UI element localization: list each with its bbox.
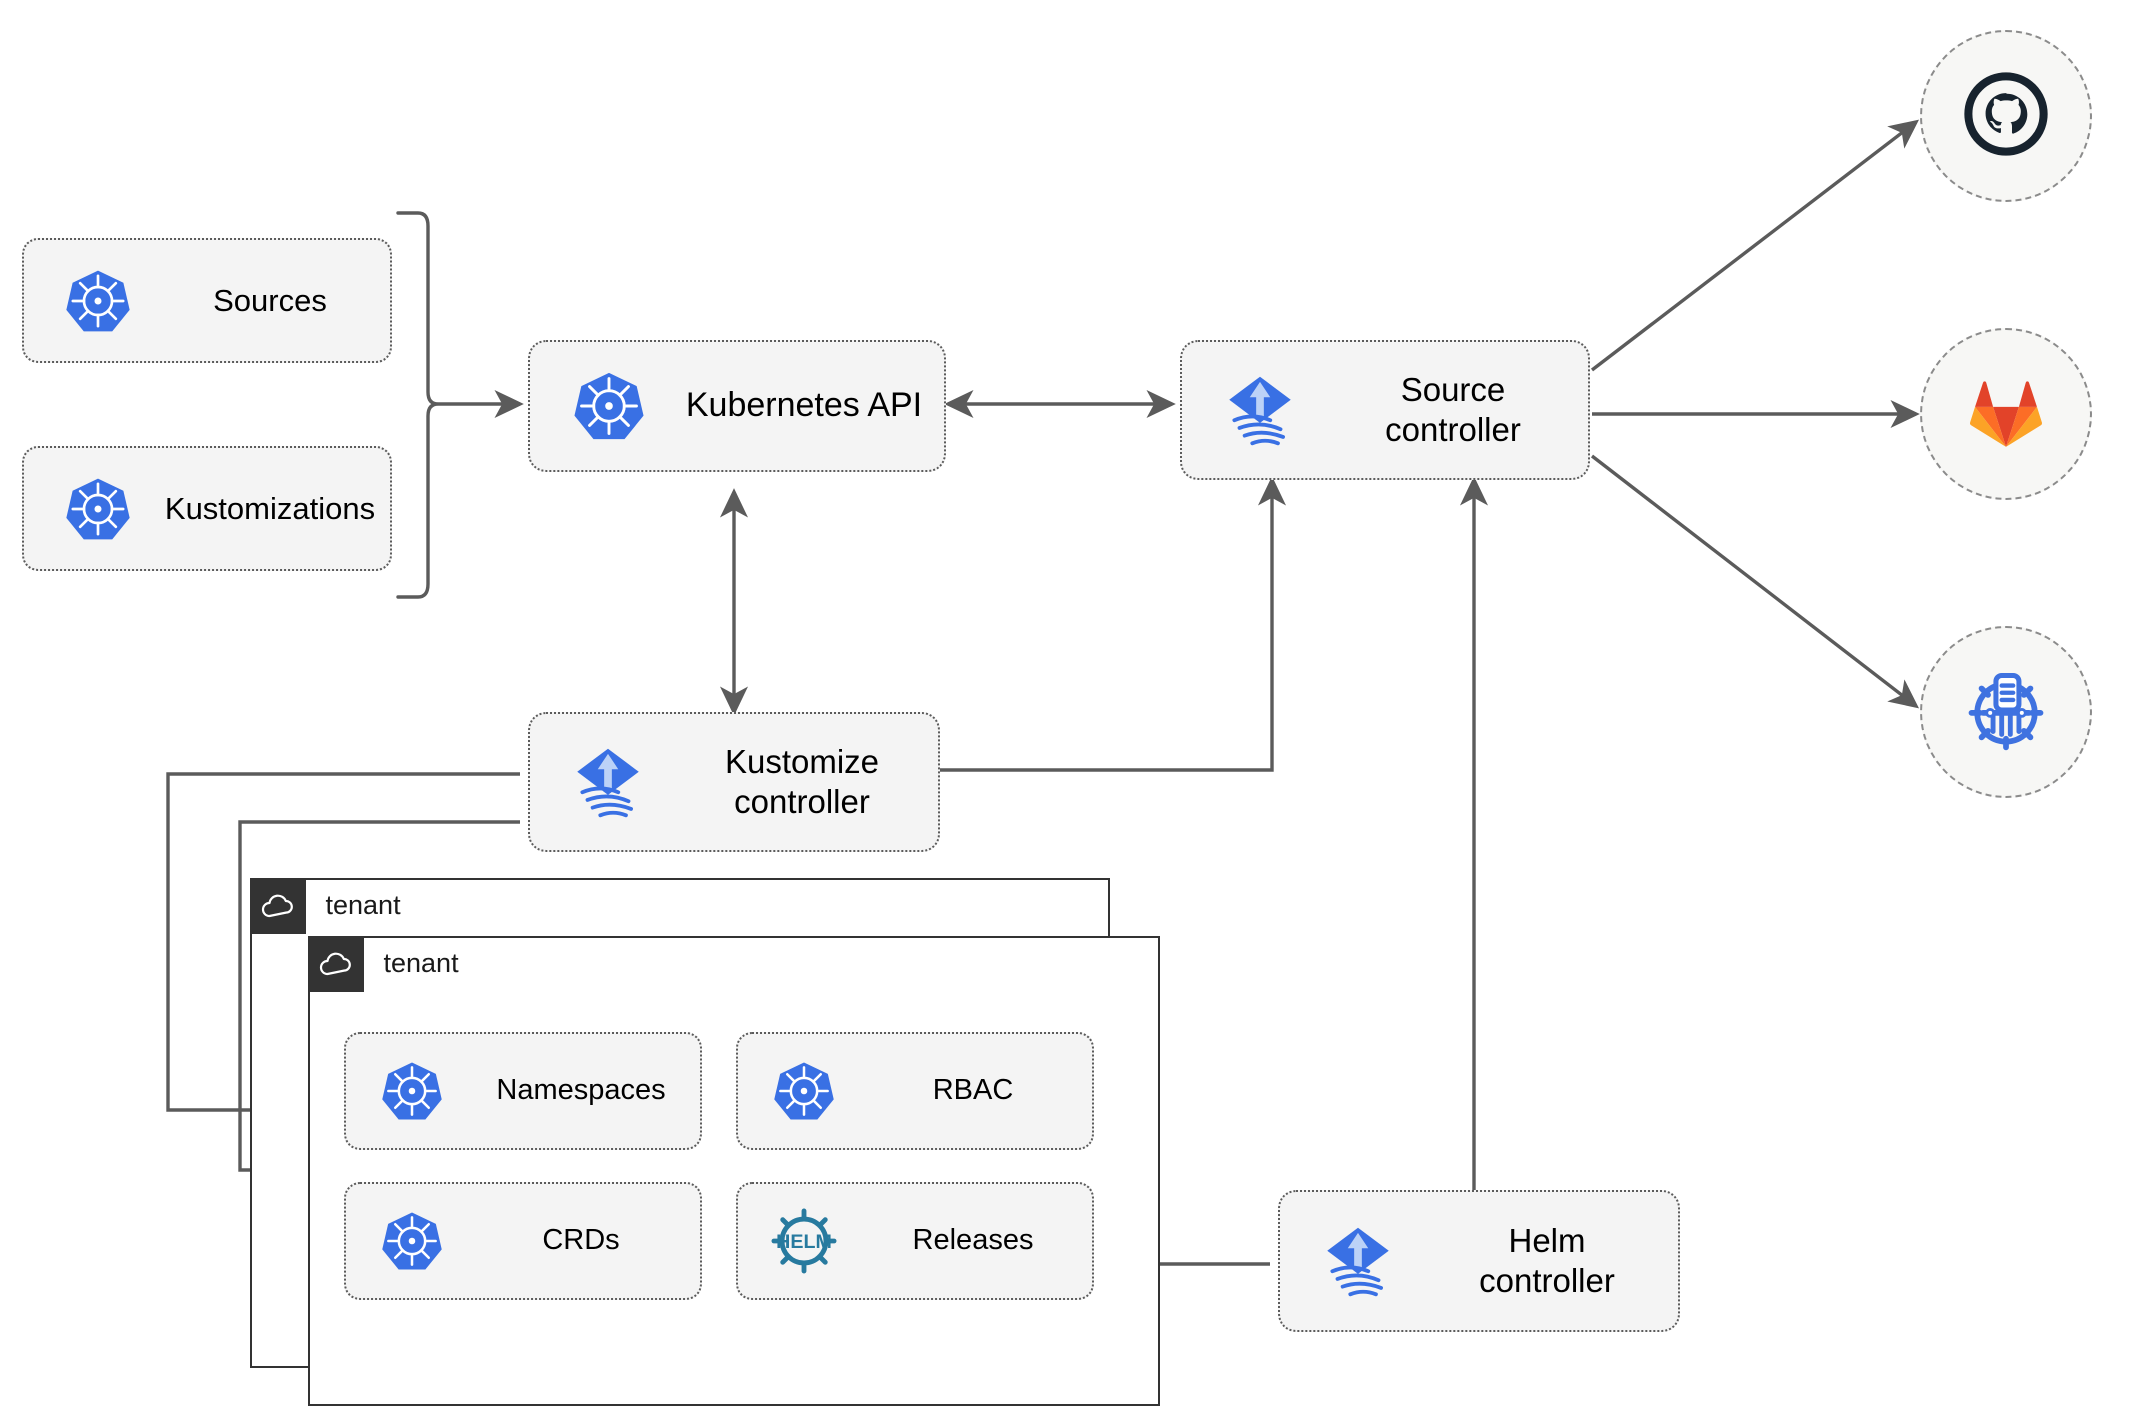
- node-kustomize-controller-label: Kustomize controller: [724, 742, 880, 820]
- node-source-controller-label: Source controller: [1385, 370, 1521, 448]
- gitlab-icon: [1964, 372, 2048, 457]
- helm-chart-repository-icon: [1960, 664, 2052, 761]
- tenant-header-2: tenant: [307, 935, 459, 992]
- group-brace: [396, 211, 439, 599]
- chip-rbac[interactable]: RBAC: [736, 1032, 1094, 1150]
- node-helm-controller-label: Helm controller: [1479, 1221, 1615, 1299]
- chip-releases[interactable]: HELM Releases: [736, 1182, 1094, 1300]
- tenant-frame-2[interactable]: tenant: [307, 935, 1160, 1406]
- node-kustomize-controller[interactable]: Kustomize controller: [528, 712, 940, 852]
- chip-releases-label: Releases: [912, 1224, 1034, 1257]
- chip-namespaces[interactable]: Namespaces: [344, 1032, 702, 1150]
- kubernetes-icon: [46, 268, 150, 334]
- chip-crds-label: CRDs: [542, 1224, 620, 1257]
- tenant-label-2: tenant: [383, 948, 459, 978]
- provider-github[interactable]: [1920, 30, 2092, 202]
- kubernetes-icon: [754, 1060, 854, 1122]
- node-kubernetes-api-label: Kubernetes API: [685, 386, 923, 425]
- node-kustomizations[interactable]: Kustomizations: [22, 446, 392, 571]
- chip-namespaces-label: Namespaces: [496, 1074, 666, 1107]
- chip-rbac-label: RBAC: [932, 1074, 1014, 1107]
- flux-icon: [1202, 369, 1318, 451]
- cloud-icon: [249, 877, 306, 934]
- kubernetes-icon: [554, 370, 664, 442]
- kubernetes-icon: [46, 476, 150, 542]
- flux-icon: [550, 741, 666, 823]
- provider-helm-registry[interactable]: [1920, 626, 2092, 798]
- node-sources[interactable]: Sources: [22, 238, 392, 363]
- kubernetes-icon: [362, 1060, 462, 1122]
- node-sources-label: Sources: [213, 282, 327, 318]
- tenant-label-1: tenant: [325, 890, 401, 920]
- flux-icon: [1300, 1220, 1416, 1302]
- github-icon: [1963, 71, 2049, 162]
- helm-icon: HELM: [754, 1204, 854, 1278]
- tenant-header-1: tenant: [249, 877, 401, 934]
- node-kustomizations-label: Kustomizations: [164, 490, 376, 526]
- svg-text:HELM: HELM: [776, 1231, 832, 1253]
- kubernetes-icon: [362, 1210, 462, 1272]
- provider-gitlab[interactable]: [1920, 328, 2092, 500]
- edge-source-controller-to-github: [1590, 119, 1920, 372]
- node-helm-controller[interactable]: Helm controller: [1278, 1190, 1680, 1332]
- cloud-icon: [307, 935, 364, 992]
- edge-kustomize-to-source-controller: [940, 476, 1287, 772]
- node-kubernetes-api[interactable]: Kubernetes API: [528, 340, 946, 472]
- chip-crds[interactable]: CRDs: [344, 1182, 702, 1300]
- edge-source-controller-to-helm-registry: [1590, 454, 1920, 709]
- node-source-controller[interactable]: Source controller: [1180, 340, 1590, 480]
